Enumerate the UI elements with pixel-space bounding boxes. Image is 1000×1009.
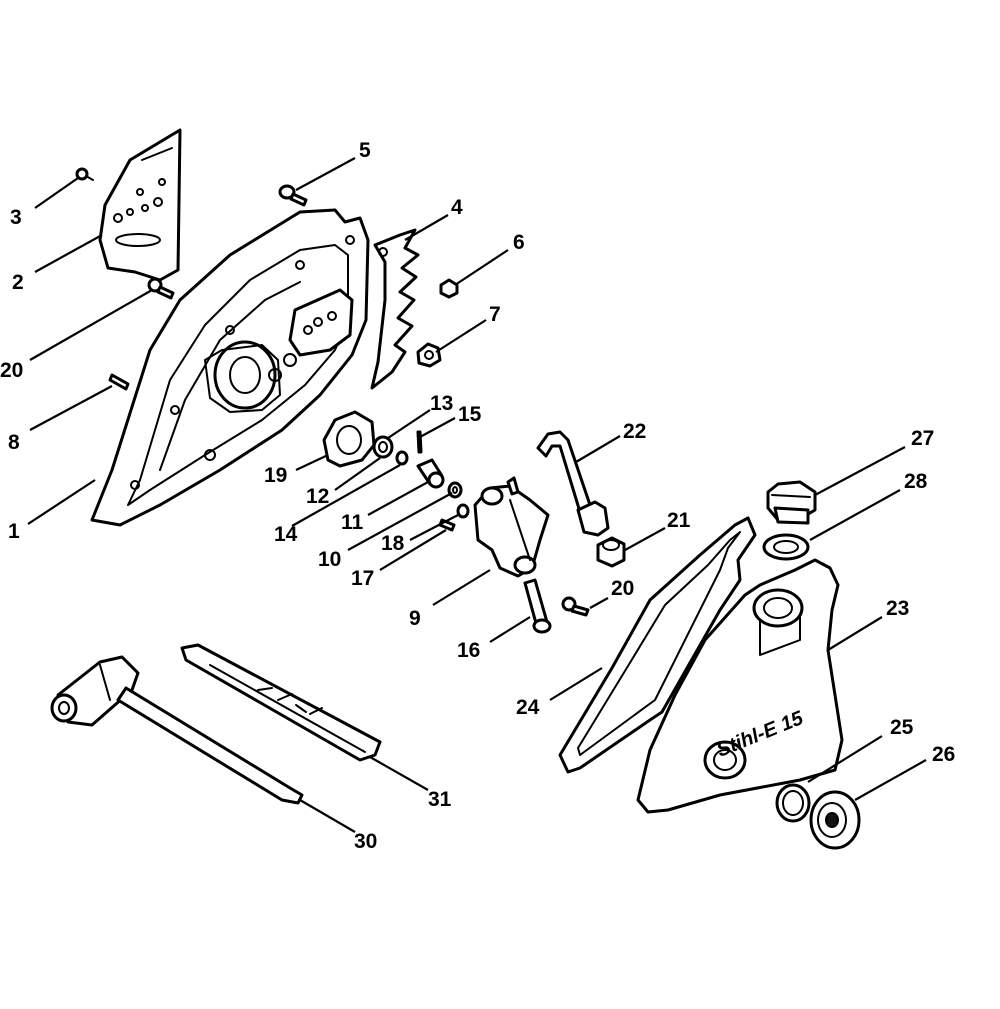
callout-10: 10 bbox=[318, 548, 341, 571]
callout-5: 5 bbox=[359, 139, 371, 162]
callout-21: 21 bbox=[667, 509, 691, 532]
part-suction-hose-22 bbox=[536, 430, 610, 537]
callout-14: 14 bbox=[274, 523, 298, 546]
part-filler-cap-27 bbox=[766, 480, 817, 525]
callout-23: 23 bbox=[886, 597, 909, 620]
part-combination-wrench-30 bbox=[50, 655, 304, 805]
part-tank-gasket-24 bbox=[558, 516, 757, 774]
callout-9: 9 bbox=[409, 607, 421, 630]
callout-11: 11 bbox=[341, 511, 364, 534]
callout-20-lower: 20 bbox=[611, 577, 634, 600]
callout-labels: 1 2 3 4 5 6 7 8 9 10 11 12 13 14 15 16 1… bbox=[0, 139, 955, 853]
part-screw-20-lower bbox=[561, 596, 590, 617]
callout-16: 16 bbox=[457, 639, 480, 662]
part-oil-pump bbox=[473, 476, 550, 578]
part-bushing-11 bbox=[416, 458, 445, 489]
part-worm-gear-16 bbox=[523, 578, 552, 634]
callout-3: 3 bbox=[10, 206, 22, 229]
callout-18: 18 bbox=[381, 532, 405, 555]
callout-15: 15 bbox=[458, 403, 482, 426]
part-screw-5 bbox=[278, 184, 308, 207]
callout-25: 25 bbox=[890, 716, 914, 739]
callout-28: 28 bbox=[904, 470, 928, 493]
callout-2: 2 bbox=[12, 271, 24, 294]
part-spiked-bumper bbox=[370, 228, 420, 390]
callout-19: 19 bbox=[264, 464, 287, 487]
part-screw-3 bbox=[75, 167, 94, 181]
part-seal-ring-28 bbox=[762, 533, 810, 561]
part-pin-8 bbox=[108, 373, 130, 391]
callout-31: 31 bbox=[428, 788, 452, 811]
callout-6: 6 bbox=[513, 231, 525, 254]
part-ring-12 bbox=[372, 435, 394, 459]
callout-24: 24 bbox=[516, 696, 540, 719]
callout-12: 12 bbox=[306, 485, 329, 508]
callout-17: 17 bbox=[351, 567, 374, 590]
callout-22: 22 bbox=[623, 420, 646, 443]
callout-20-upper: 20 bbox=[0, 359, 23, 382]
callout-7: 7 bbox=[489, 303, 501, 326]
callout-27: 27 bbox=[911, 427, 934, 450]
part-guard-plate bbox=[98, 128, 182, 282]
part-file-gauge-31 bbox=[180, 643, 382, 762]
part-plug-26 bbox=[809, 790, 861, 850]
part-screw-20-upper bbox=[147, 277, 175, 300]
part-filter-21 bbox=[596, 536, 626, 568]
callout-1: 1 bbox=[8, 520, 20, 543]
part-o-ring-25 bbox=[775, 783, 811, 823]
part-nut-6 bbox=[439, 278, 459, 299]
part-washer-18 bbox=[456, 503, 470, 519]
part-pin-15 bbox=[416, 430, 423, 454]
part-nut-7 bbox=[416, 342, 442, 368]
callout-13: 13 bbox=[430, 392, 453, 415]
callout-8: 8 bbox=[8, 431, 20, 454]
part-gasket-19 bbox=[322, 410, 376, 468]
callout-30: 30 bbox=[354, 830, 377, 853]
callout-26: 26 bbox=[932, 743, 955, 766]
leader-lines bbox=[27, 157, 927, 833]
callout-4: 4 bbox=[451, 196, 463, 219]
part-washer-14 bbox=[395, 450, 409, 466]
part-sprocket-cover bbox=[90, 208, 370, 527]
part-oil-tank-23: Stihl-E 15 bbox=[636, 558, 844, 814]
